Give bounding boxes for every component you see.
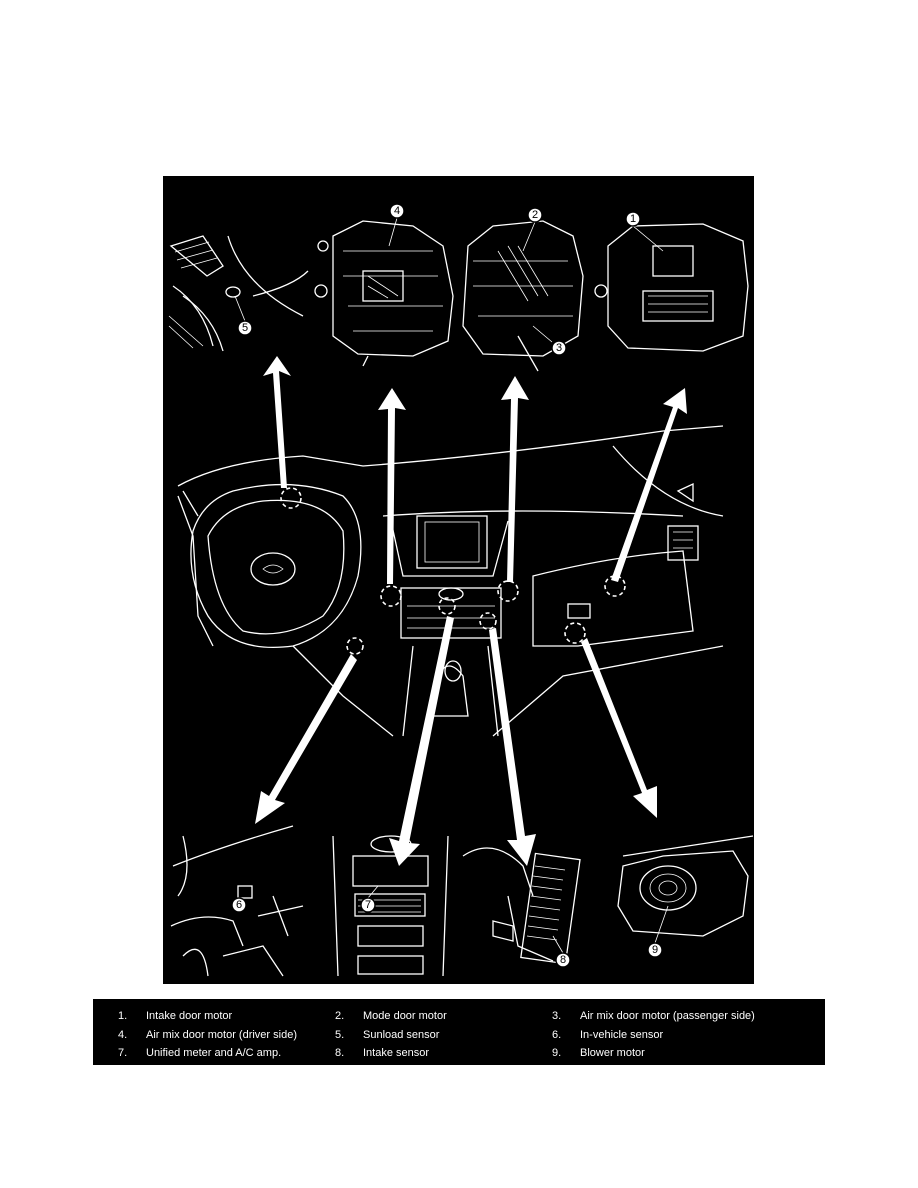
component-location-diagram: 4 2 1 5 3 6 7 8 9 (163, 176, 754, 984)
inset-intake-sensor (462, 847, 581, 965)
callout-1: 1 (625, 211, 664, 252)
callout-9: 9 (647, 905, 669, 958)
svg-text:6: 6 (236, 899, 242, 911)
inset-blower-motor (617, 835, 754, 937)
svg-text:9: 9 (652, 944, 658, 956)
svg-text:7: 7 (365, 899, 371, 911)
svg-text:8: 8 (560, 954, 566, 966)
dashboard-overview (177, 425, 724, 737)
inset-sunload-sensor (168, 235, 309, 352)
inset-unified-meter (332, 835, 449, 977)
location-markers (280, 487, 626, 655)
arrows-up (263, 356, 687, 584)
callout-6: 6 (231, 897, 247, 913)
svg-text:5: 5 (242, 322, 248, 334)
svg-text:3: 3 (556, 342, 562, 354)
callout-8: 8 (552, 935, 571, 968)
callout-2: 2 (522, 207, 543, 252)
legend-table: 1. Intake door motor 2. Mode door motor … (93, 999, 825, 1065)
callout-5: 5 (234, 295, 253, 336)
callout-3: 3 (532, 325, 567, 356)
svg-text:2: 2 (532, 209, 538, 221)
svg-text:1: 1 (630, 213, 636, 225)
callout-4: 4 (388, 203, 405, 247)
inset-passenger-side-heater-unit (462, 220, 584, 372)
diagram-svg: 4 2 1 5 3 6 7 8 9 (168, 203, 754, 977)
inset-driver-side-heater-unit (314, 220, 454, 367)
inset-intake-unit (594, 223, 749, 352)
arrows-down (255, 616, 657, 866)
svg-text:4: 4 (394, 205, 400, 217)
inset-in-vehicle-sensor (170, 825, 304, 977)
callout-7: 7 (360, 885, 379, 913)
